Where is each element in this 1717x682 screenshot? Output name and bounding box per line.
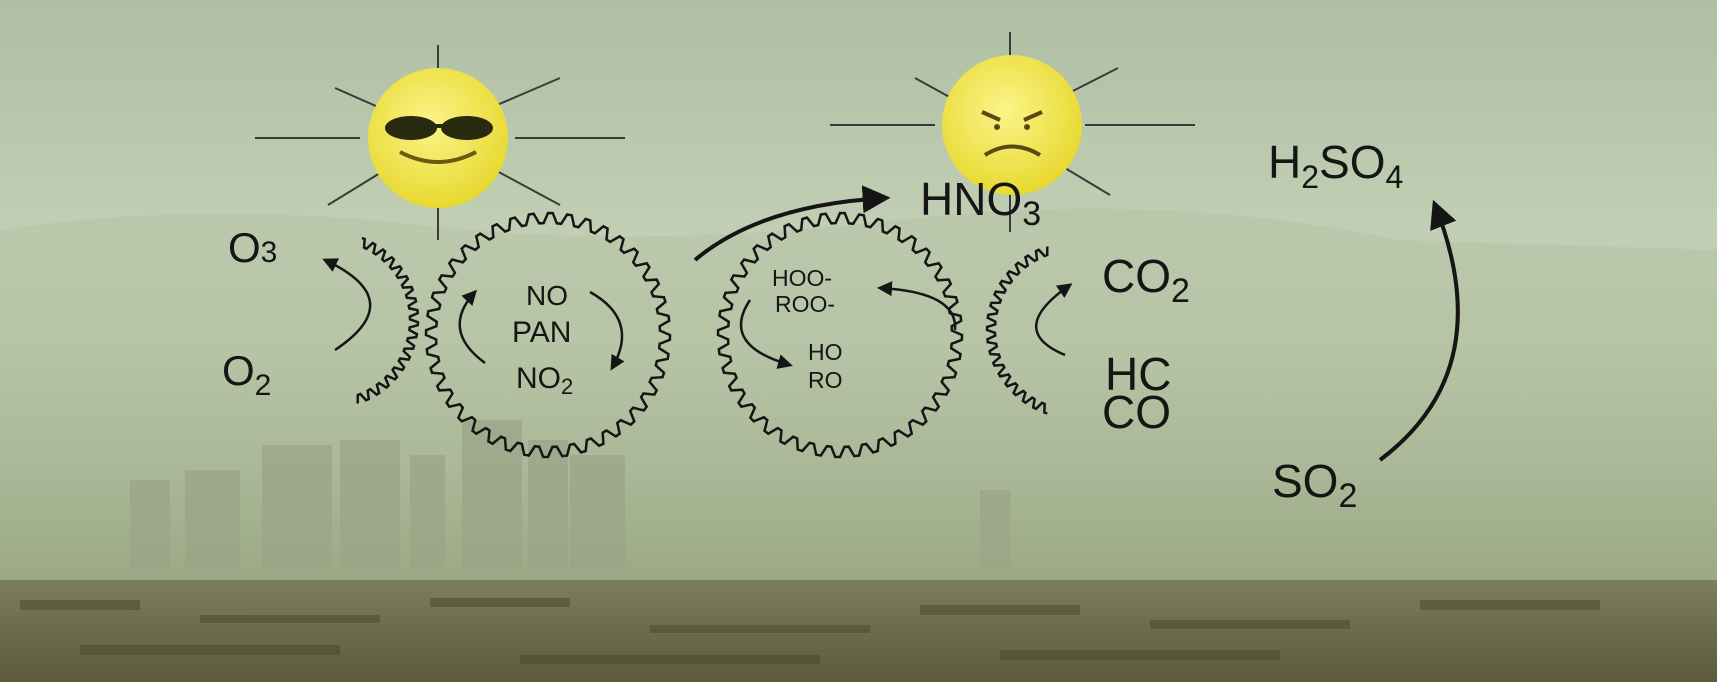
label-roo: ROO- <box>775 291 835 317</box>
label-ro: RO <box>808 367 843 393</box>
label-no: NO <box>526 280 568 311</box>
label-pan: PAN <box>512 316 571 349</box>
to-hno3-arrow <box>693 185 891 262</box>
no-cycle-arrow-left <box>458 289 486 365</box>
label-hno3: HNO3 <box>920 173 1041 233</box>
o2-to-o3-arrow <box>322 258 372 352</box>
label-h2so4: H2SO4 <box>1268 136 1403 195</box>
city-skyline <box>130 420 1010 570</box>
no-cycle-arrow-right <box>589 290 625 371</box>
label-o3: O3 <box>228 224 277 271</box>
gear-left-partial <box>356 236 420 404</box>
label-co: CO <box>1102 386 1171 438</box>
label-co2: CO2 <box>1102 250 1190 310</box>
ground-texture <box>20 598 1600 664</box>
label-hoo: HOO- <box>772 265 832 291</box>
gear-right-partial <box>985 246 1049 415</box>
sun-sunglasses-icon <box>255 45 625 240</box>
hoo-cycle-arrow-top <box>877 281 957 331</box>
gear-chain <box>356 211 1049 459</box>
gear-no-pan <box>424 211 672 459</box>
hoo-cycle-arrow-bottom <box>739 299 793 369</box>
distant-mountains <box>0 208 1717 330</box>
label-ho: HO <box>808 339 843 365</box>
hc-to-co2-arrow <box>1035 283 1073 357</box>
sun-angry-icon <box>830 32 1195 232</box>
label-so2: SO2 <box>1272 455 1357 515</box>
cycle-arrows <box>322 258 1073 371</box>
label-o2: O2 <box>222 347 271 402</box>
label-hc: HC <box>1105 348 1171 400</box>
gear-hoo-roo <box>716 211 964 459</box>
so2-to-h2so4-arrow <box>1378 199 1460 462</box>
label-no2: NO2 <box>516 362 573 399</box>
